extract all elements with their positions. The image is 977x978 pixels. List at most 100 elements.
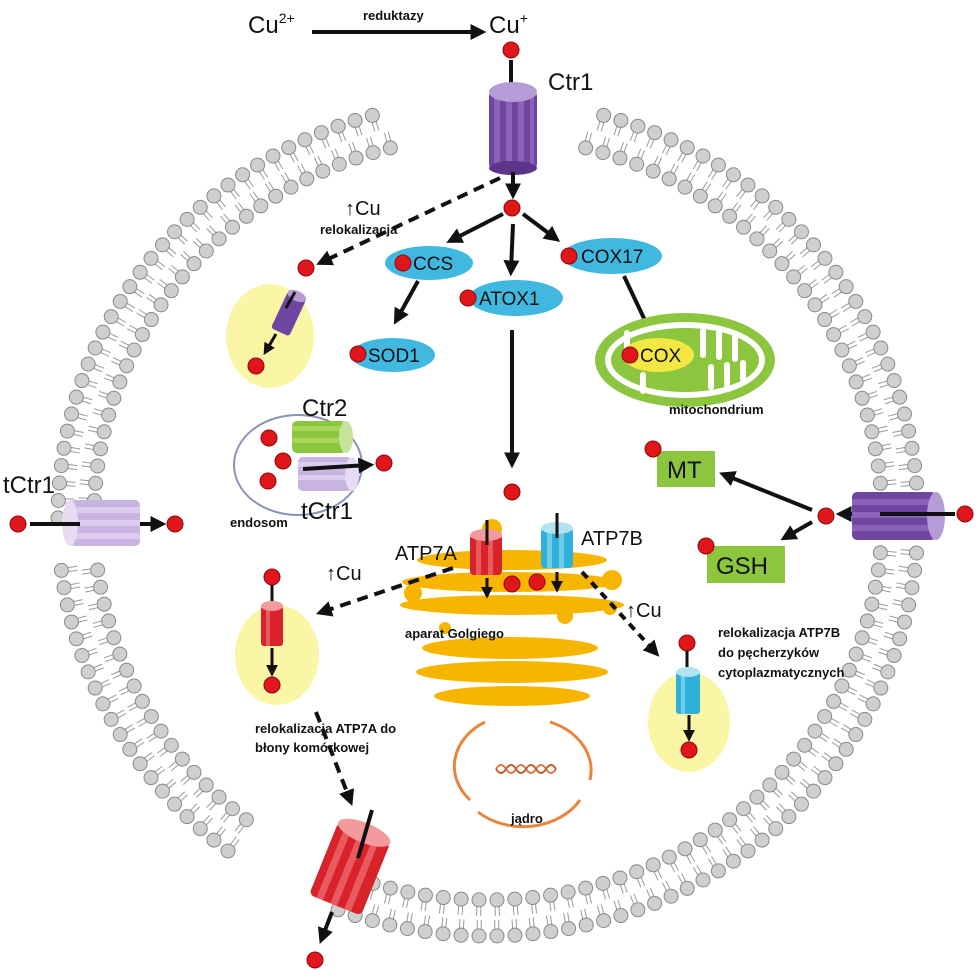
lipid-head bbox=[680, 141, 694, 155]
lipid-head bbox=[842, 663, 856, 677]
lipid-head bbox=[348, 113, 362, 127]
lipid-head bbox=[630, 157, 644, 171]
copper-ion bbox=[645, 441, 661, 457]
lipid-head bbox=[849, 647, 863, 661]
lipid-head bbox=[579, 918, 593, 932]
gsh-box: GSH bbox=[698, 538, 785, 583]
lipid-head bbox=[144, 251, 158, 265]
lipid-head bbox=[596, 146, 610, 160]
lipid-head bbox=[65, 615, 79, 629]
lipid-head bbox=[887, 648, 901, 662]
lipid-head bbox=[102, 614, 116, 628]
copper-ion bbox=[679, 635, 695, 651]
copper-ion bbox=[261, 430, 277, 446]
lipid-head bbox=[648, 896, 662, 910]
lipid-head bbox=[69, 632, 83, 646]
lipid-head bbox=[91, 459, 105, 473]
lipid-head bbox=[54, 563, 68, 577]
lipid-head bbox=[331, 119, 345, 133]
tctr1-endosome-label: tCtr1 bbox=[301, 498, 353, 525]
copper-ion bbox=[957, 506, 973, 522]
lipid-head bbox=[827, 694, 841, 708]
lipid-head bbox=[868, 580, 882, 594]
copper-ion bbox=[307, 952, 323, 968]
lipid-head bbox=[798, 738, 812, 752]
mt-box: MT bbox=[645, 441, 715, 487]
lipid-head bbox=[144, 709, 158, 723]
lipid-head bbox=[154, 724, 168, 738]
lipid-head bbox=[908, 459, 922, 473]
lipid-head bbox=[873, 546, 887, 560]
lipid-head bbox=[787, 752, 801, 766]
lipid-head bbox=[383, 918, 397, 932]
lipid-head bbox=[472, 893, 486, 907]
cu2-label: Cu2+ bbox=[248, 10, 295, 39]
lipid-head bbox=[909, 476, 923, 490]
lipid-head bbox=[664, 889, 678, 903]
lipid-head bbox=[97, 425, 111, 439]
lipid-head bbox=[905, 581, 919, 595]
lipid-head bbox=[818, 251, 832, 265]
endosom-label: endosom bbox=[230, 515, 288, 530]
copper-ion bbox=[681, 742, 697, 758]
lipid-head bbox=[711, 158, 725, 172]
lipid-head bbox=[763, 778, 777, 792]
lipid-head bbox=[225, 802, 239, 816]
lipid-head bbox=[94, 442, 108, 456]
mt-label: MT bbox=[667, 457, 702, 484]
lipid-head bbox=[858, 310, 872, 324]
lipid-head bbox=[808, 298, 822, 312]
lipid-head bbox=[860, 614, 874, 628]
gsh-label: GSH bbox=[716, 553, 768, 580]
lipid-head bbox=[164, 738, 178, 752]
lipid-head bbox=[835, 679, 849, 693]
lipid-head bbox=[526, 891, 540, 905]
lipid-head bbox=[818, 313, 832, 327]
lipid-head bbox=[144, 771, 158, 785]
mitochondrion: COX mitochondrium bbox=[595, 313, 775, 417]
lipid-head bbox=[123, 280, 137, 294]
lipid-head bbox=[113, 294, 127, 308]
lipid-head bbox=[113, 647, 127, 661]
lipid-head bbox=[871, 459, 885, 473]
lipid-head bbox=[881, 357, 895, 371]
lipid-head bbox=[737, 220, 751, 234]
lipid-head bbox=[865, 597, 879, 611]
lipid-head bbox=[221, 178, 235, 192]
lipid-head bbox=[113, 375, 127, 389]
ctr2-barrel bbox=[292, 421, 353, 453]
copper-ion bbox=[264, 569, 280, 585]
lipid-head bbox=[490, 893, 504, 907]
lipid-head bbox=[597, 108, 611, 122]
lipid-head bbox=[65, 407, 79, 421]
lipid-head bbox=[596, 876, 610, 890]
lipid-head bbox=[696, 149, 710, 163]
lipid-head bbox=[769, 822, 783, 836]
lipid-head bbox=[708, 823, 722, 837]
lipid-head bbox=[708, 199, 722, 213]
lipid-head bbox=[454, 928, 468, 942]
lipid-head bbox=[741, 178, 755, 192]
lipid-head bbox=[401, 885, 415, 899]
lipid-head bbox=[314, 126, 328, 140]
copper-ion bbox=[376, 455, 392, 471]
lipid-head bbox=[418, 888, 432, 902]
lipid-head bbox=[104, 310, 118, 324]
lipid-head bbox=[383, 881, 397, 895]
lipid-head bbox=[726, 854, 740, 868]
lipid-head bbox=[775, 765, 789, 779]
atp7a-relocation: ↑Cu relokalizacja ATP7A do błony komórko… bbox=[235, 563, 453, 968]
lipid-head bbox=[120, 663, 134, 677]
copper-ion bbox=[298, 260, 314, 276]
sod1-label: SOD1 bbox=[368, 346, 420, 367]
lipid-head bbox=[88, 681, 102, 695]
lipid-head bbox=[696, 873, 710, 887]
lipid-head bbox=[282, 141, 296, 155]
lipid-head bbox=[436, 891, 450, 905]
lipid-head bbox=[349, 151, 363, 165]
lipid-head bbox=[366, 146, 380, 160]
lipid-head bbox=[57, 441, 71, 455]
lipid-head bbox=[168, 797, 182, 811]
